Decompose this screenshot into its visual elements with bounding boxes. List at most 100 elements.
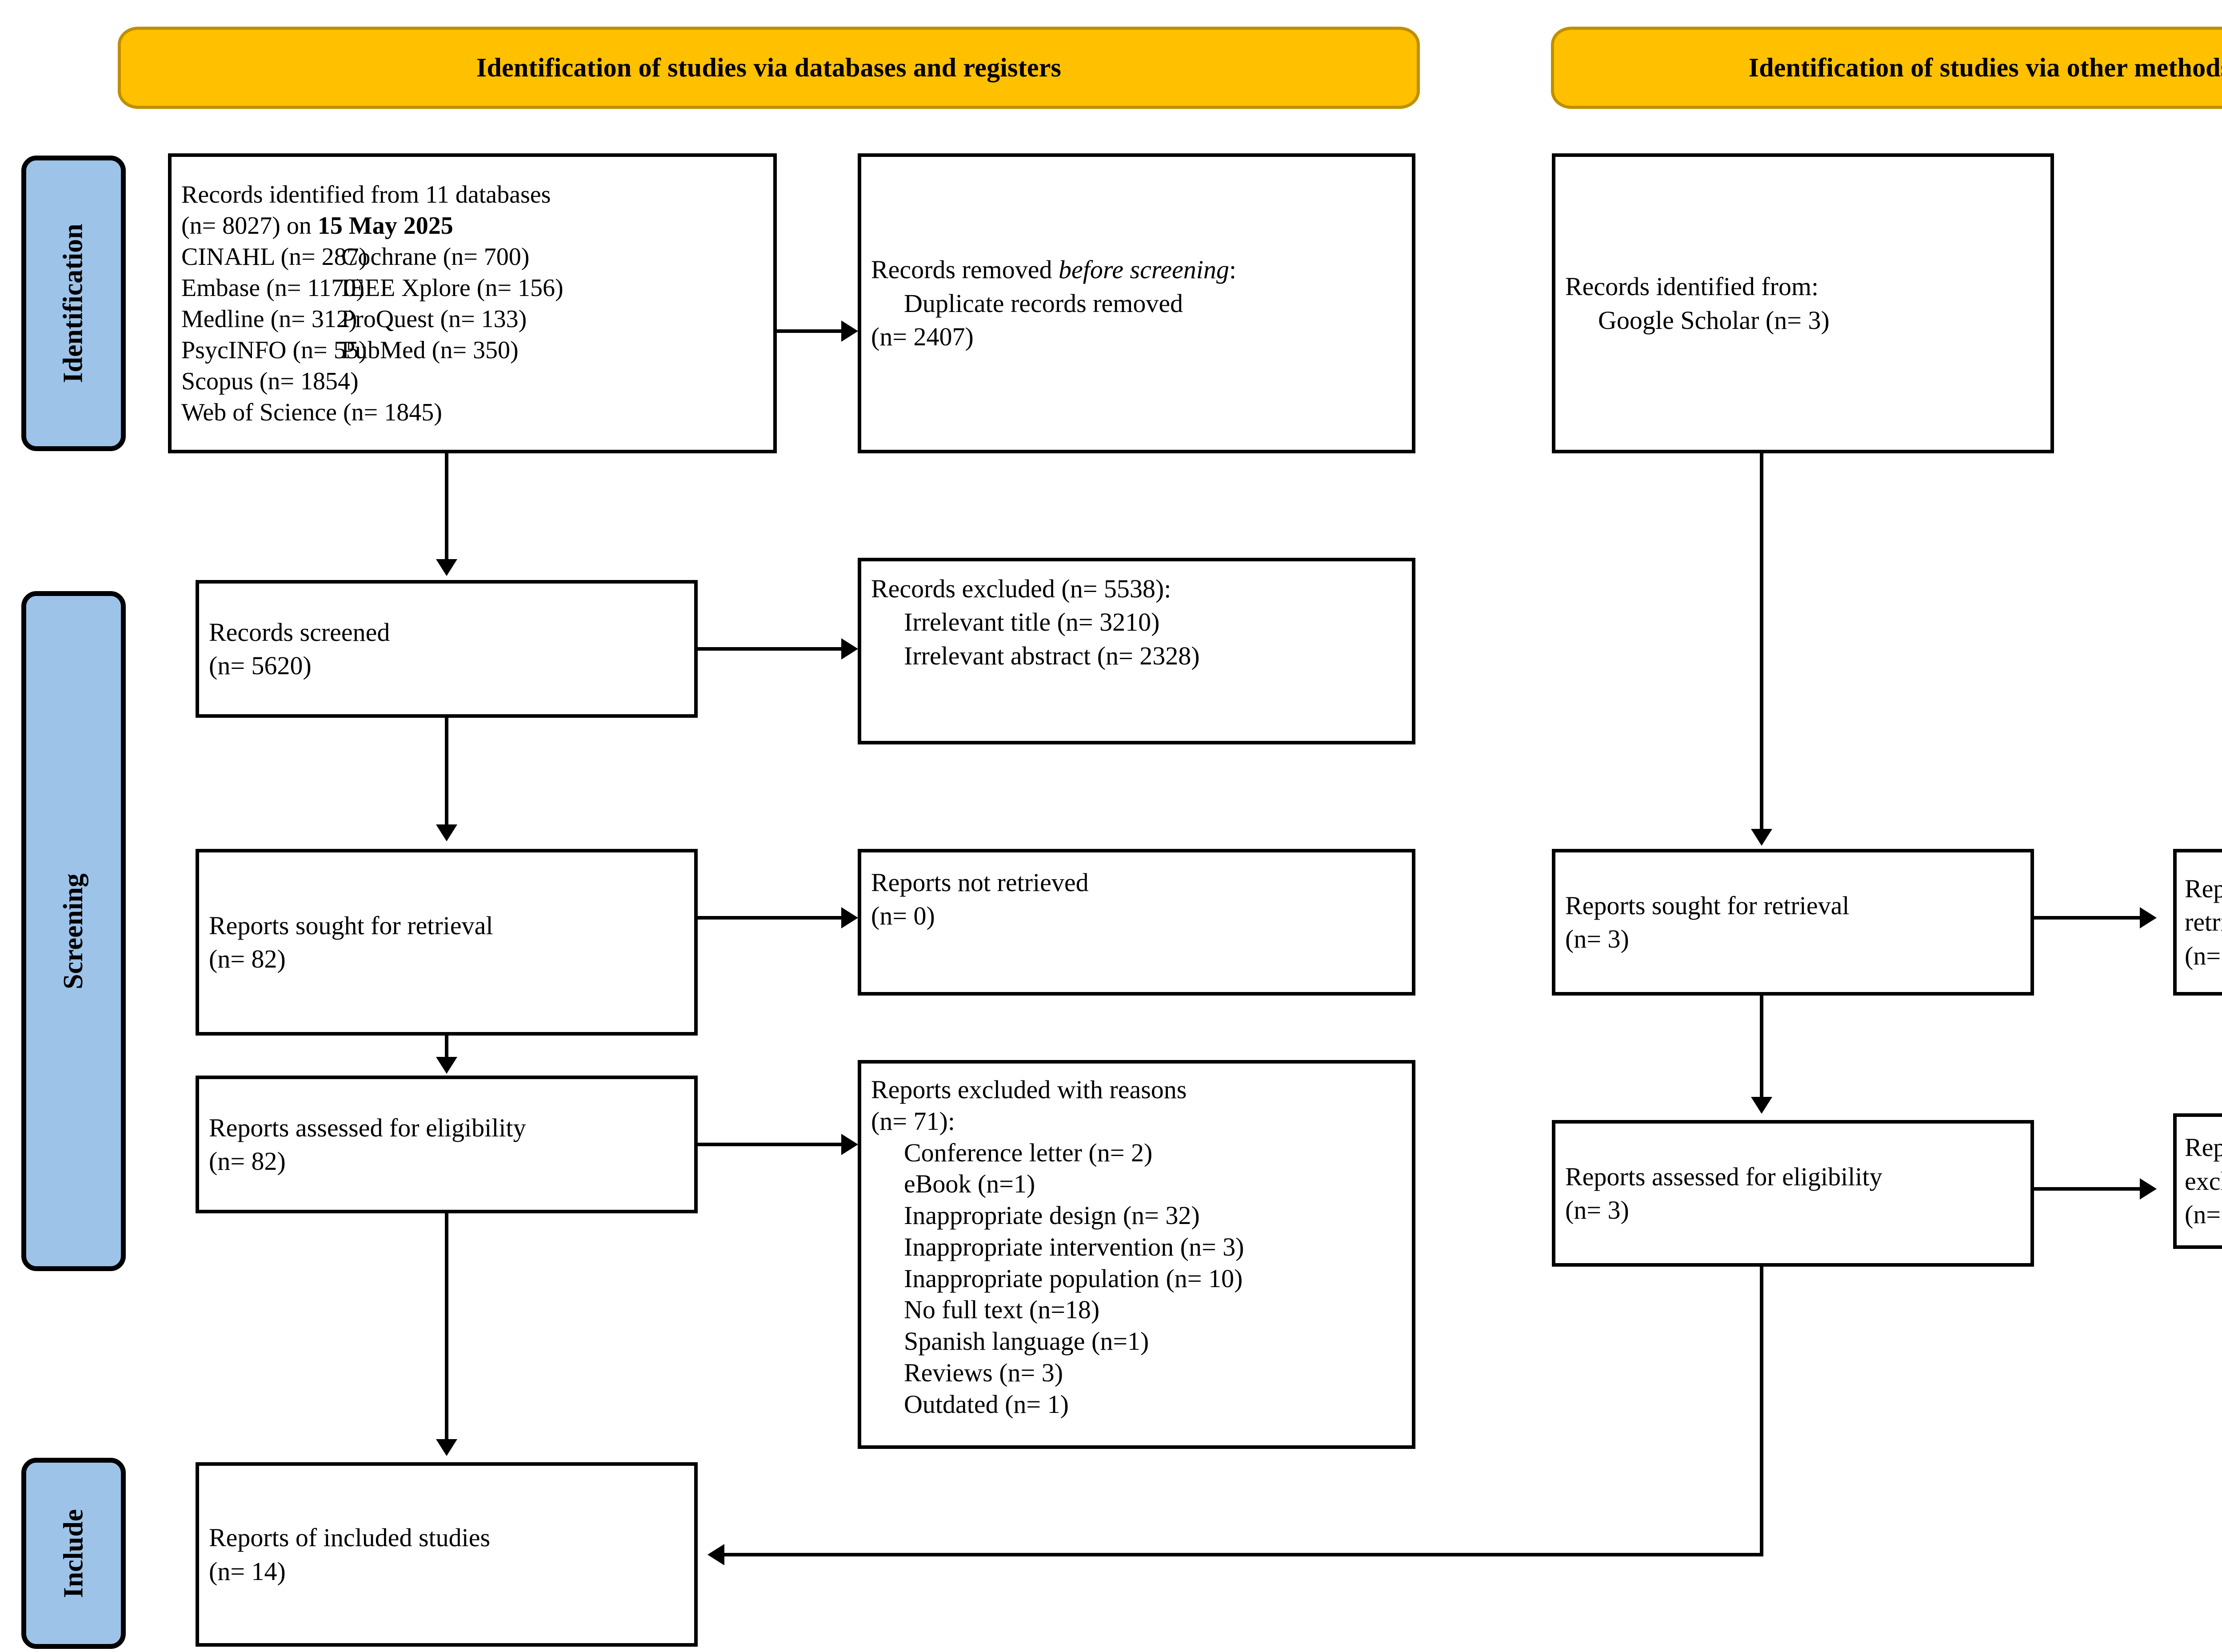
reports-sought-right-line1: Reports sought for retrieval — [1565, 891, 1850, 920]
reports-excluded-reasons-content: Reports excluded with reasons (n= 71): C… — [861, 1064, 1412, 1420]
connector-identified-to-removed — [777, 329, 841, 333]
exclusion-reason-1: eBook (n=1) — [904, 1169, 1035, 1199]
reports-excluded-right-line3: (n= 0) — [2185, 1200, 2222, 1229]
connector-assessed-to-excluded-reasons — [698, 1143, 841, 1146]
exclusion-reason-3: Inappropriate intervention (n= 3) — [904, 1232, 1244, 1261]
connector-sought-to-not-retrieved — [698, 916, 841, 920]
arrowhead-assessed-to-excluded-reasons — [841, 1134, 858, 1155]
arrowhead-screened-to-sought — [436, 824, 457, 841]
records-excluded-content: Records excluded (n= 5538): Irrelevant t… — [861, 561, 1412, 672]
database-row-2-col-1: ProQuest (n= 133) — [341, 305, 527, 333]
database-row-3-col-0: PsycINFO (n= 55) — [181, 336, 367, 364]
box-records-excluded: Records excluded (n= 5538): Irrelevant t… — [858, 558, 1415, 744]
stage-pill-identification: Identification — [21, 156, 126, 451]
reports-not-retrieved-left-line1: Reports not retrieved — [871, 868, 1089, 897]
reports-included-line2: (n= 14) — [209, 1556, 286, 1586]
connector-assessed-to-included — [445, 1213, 448, 1439]
database-row-0-col-1: Cochrane (n= 700) — [341, 243, 530, 271]
arrowhead-assessed-to-included — [436, 1439, 457, 1456]
exclusion-reason-4: Inappropriate population (n= 10) — [904, 1264, 1243, 1293]
reports-not-retrieved-right-word1: Reports — [2185, 874, 2222, 903]
search-date: 15 May 2025 — [317, 212, 453, 240]
arrowhead-other-sought-to-not-retrieved — [2140, 907, 2157, 928]
reports-assessed-left-content: Reports assessed for eligibility (n= 82) — [199, 1111, 694, 1178]
box-reports-assessed-left: Reports assessed for eligibility (n= 82) — [196, 1076, 698, 1213]
connector-other-identified-to-sought — [1760, 453, 1763, 829]
reports-included-line1: Reports of included studies — [209, 1523, 491, 1552]
arrowhead-other-identified-to-sought — [1751, 829, 1772, 846]
reports-not-retrieved-right-line1: Reports not — [2185, 872, 2222, 905]
reports-not-retrieved-right-line3: (n= 0) — [2185, 941, 2222, 970]
phase-header-other-methods-label: Identification of studies via other meth… — [1748, 53, 2222, 82]
reports-assessed-right-line2: (n= 3) — [1565, 1196, 1629, 1224]
database-row-4-col-1 — [341, 366, 763, 397]
arrowhead-other-sought-to-assessed — [1751, 1097, 1772, 1114]
database-counts-grid: CINAHL (n= 287) Cochrane (n= 700) Embase… — [181, 241, 763, 428]
connector-sought-to-assessed — [445, 1036, 448, 1057]
records-identified-other-content: Records identified from: Google Scholar … — [1555, 270, 2050, 337]
exclusion-reason-8: Outdated (n= 1) — [904, 1389, 1069, 1419]
records-excluded-item-0: Irrelevant title (n= 3210) — [904, 608, 1160, 637]
exclusion-reason-2: Inappropriate design (n= 32) — [904, 1201, 1200, 1230]
connector-other-sought-to-assessed — [1760, 996, 1763, 1097]
arrowhead-other-assessed-to-excluded — [2140, 1178, 2157, 1200]
database-row-5-col-1 — [341, 397, 763, 428]
reports-assessed-right-line1: Reports assessed for eligibility — [1565, 1162, 1882, 1191]
phase-header-databases: Identification of studies via databases … — [118, 27, 1420, 109]
stage-pill-include: Include — [21, 1458, 126, 1649]
records-excluded-item-1: Irrelevant abstract (n= 2328) — [904, 641, 1200, 670]
connector-screened-to-sought — [445, 718, 448, 824]
reports-assessed-left-line2: (n= 82) — [209, 1147, 286, 1176]
exclusion-reason-5: No full text (n=18) — [904, 1295, 1100, 1324]
phase-header-databases-label: Identification of studies via databases … — [476, 53, 1062, 82]
database-row-1-col-1: IEEE Xplore (n= 156) — [341, 274, 563, 302]
box-records-removed-before-screening: Records removed before screening: Duplic… — [858, 153, 1415, 453]
reports-excluded-right-line1: Reports — [2185, 1133, 2222, 1162]
records-removed-line1: Records removed before screening: — [871, 255, 1236, 284]
records-removed-line3: (n= 2407) — [871, 322, 974, 352]
exclusion-reason-7: Reviews (n= 3) — [904, 1358, 1063, 1387]
database-row-4-col-0: Scopus (n= 1854) — [181, 367, 359, 395]
records-identified-other-line1: Records identified from: — [1565, 272, 1819, 301]
box-records-screened: Records screened (n= 5620) — [196, 580, 698, 718]
arrowhead-identified-to-screened — [436, 559, 457, 576]
box-reports-included-studies: Reports of included studies (n= 14) — [196, 1462, 698, 1647]
stage-pill-include-label: Include — [58, 1509, 88, 1598]
stage-pill-screening: Screening — [21, 591, 126, 1271]
database-row-1-col-0: Embase (n= 1170) — [181, 274, 365, 302]
records-screened-line1: Records screened — [209, 617, 390, 647]
reports-sought-left-line1: Reports sought for retrieval — [209, 911, 493, 940]
reports-sought-left-line2: (n= 82) — [209, 944, 286, 973]
reports-not-retrieved-left-line2: (n= 0) — [871, 901, 935, 931]
records-identified-line1: Records identified from 11 databases — [181, 180, 551, 208]
reports-not-retrieved-right-content: Reports not retrieved (n= 0) — [2177, 872, 2222, 972]
exclusion-reason-0: Conference letter (n= 2) — [904, 1138, 1153, 1167]
database-row-3-col-1: PubMed (n= 350) — [341, 336, 519, 364]
records-screened-line2: (n= 5620) — [209, 651, 312, 680]
reports-excluded-right-line2: excluded: — [2185, 1166, 2222, 1196]
box-reports-excluded-with-reasons: Reports excluded with reasons (n= 71): C… — [858, 1060, 1415, 1449]
reports-sought-right-line2: (n= 3) — [1565, 924, 1629, 953]
arrowhead-screened-to-excluded — [841, 638, 858, 660]
connector-other-assessed-to-excluded — [2034, 1187, 2140, 1191]
box-reports-sought-right: Reports sought for retrieval (n= 3) — [1552, 849, 2034, 996]
box-reports-sought-left: Reports sought for retrieval (n= 82) — [196, 849, 698, 1036]
stage-pill-screening-label: Screening — [58, 873, 88, 989]
box-records-identified-other: Records identified from: Google Scholar … — [1552, 153, 2054, 453]
reports-sought-left-content: Reports sought for retrieval (n= 82) — [199, 909, 694, 976]
connector-other-to-included-horizontal — [724, 1553, 1763, 1556]
connector-screened-to-excluded — [698, 647, 841, 651]
records-screened-content: Records screened (n= 5620) — [199, 616, 694, 683]
box-reports-assessed-right: Reports assessed for eligibility (n= 3) — [1552, 1120, 2034, 1267]
records-removed-line2: Duplicate records removed — [904, 288, 1183, 318]
exclusion-reason-6: Spanish language (n=1) — [904, 1327, 1149, 1356]
records-excluded-line1: Records excluded (n= 5538): — [871, 574, 1171, 603]
box-reports-excluded-right: Reports excluded: (n= 0) — [2173, 1113, 2222, 1249]
reports-excluded-reasons-line2: (n= 71): — [871, 1106, 955, 1136]
box-reports-not-retrieved-left: Reports not retrieved (n= 0) — [858, 849, 1415, 996]
reports-excluded-right-content: Reports excluded: (n= 0) — [2177, 1131, 2222, 1231]
reports-included-content: Reports of included studies (n= 14) — [199, 1521, 694, 1588]
connector-identified-to-screened — [445, 453, 448, 559]
connector-other-sought-to-not-retrieved — [2034, 916, 2140, 920]
box-reports-not-retrieved-right: Reports not retrieved (n= 0) — [2173, 849, 2222, 996]
